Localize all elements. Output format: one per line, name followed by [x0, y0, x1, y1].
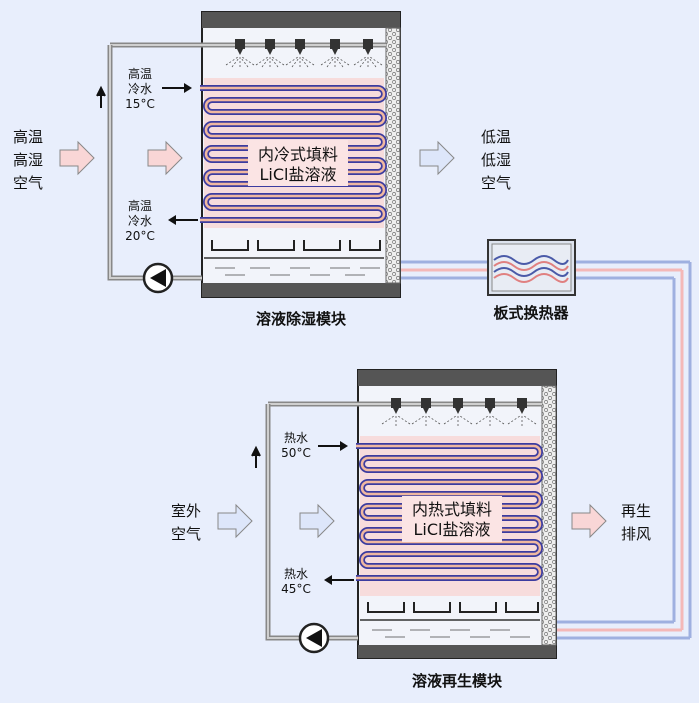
hot-in-temp: 50°C — [281, 446, 311, 460]
hot-water-out-arrow — [324, 575, 354, 585]
regen-module: 内热式填料 LiCl盐溶液 — [268, 369, 557, 659]
hot-in-name: 热水 — [284, 431, 308, 445]
regen-packing-label-2: LiCl盐溶液 — [414, 520, 491, 539]
regen-inlet-air-1: 室外 — [171, 502, 201, 520]
cold-in-prefix: 高温 — [128, 66, 152, 81]
dehumid-outlet-air-2: 低湿 — [481, 151, 511, 169]
dehumid-title: 溶液除湿模块 — [256, 310, 347, 328]
regen-outlet-air-2: 排风 — [621, 525, 651, 543]
heat-exchanger-icon — [487, 239, 576, 296]
cold-in-name: 冷水 — [128, 82, 152, 96]
up-arrow-icon — [251, 445, 261, 468]
cold-out-name: 冷水 — [128, 214, 152, 228]
dehumid-packing-label-2: LiCl盐溶液 — [260, 165, 337, 184]
spray-nozzle-icon — [381, 398, 537, 426]
heat-exchanger-title: 板式换热器 — [493, 304, 569, 322]
pump-icon — [142, 262, 174, 294]
solution-pipes — [400, 260, 692, 640]
dehumid-outlet-air-1: 低温 — [481, 128, 511, 146]
cold-out-prefix: 高温 — [128, 198, 152, 213]
dehumid-module: 内冷式填料 LiCl盐溶液 — [110, 11, 401, 298]
regen-packing-label-1: 内热式填料 — [412, 500, 492, 519]
dehumid-inlet-air-3: 空气 — [13, 174, 43, 192]
pump-icon — [298, 622, 330, 654]
hot-out-name: 热水 — [284, 567, 308, 581]
cold-in-temp: 15°C — [125, 97, 155, 111]
hot-water-in-arrow — [318, 441, 348, 451]
dehumid-outlet-air-3: 空气 — [481, 174, 511, 192]
regen-outlet-air-1: 再生 — [621, 502, 651, 520]
cold-water-in-arrow — [162, 83, 192, 93]
cooling-coil — [200, 85, 387, 223]
dehumid-inlet-air-1: 高温 — [13, 128, 43, 146]
spray-nozzle-icon — [225, 39, 383, 68]
dehumid-packing-label-1: 内冷式填料 — [258, 145, 338, 164]
regen-title: 溶液再生模块 — [412, 672, 503, 690]
cold-water-out-arrow — [168, 215, 198, 225]
up-arrow-icon — [96, 85, 106, 108]
cold-out-temp: 20°C — [125, 229, 155, 243]
regen-inlet-air-2: 空气 — [171, 525, 201, 543]
hot-out-temp: 45°C — [281, 582, 311, 596]
dehumid-inlet-air-2: 高湿 — [13, 151, 43, 169]
heating-coil — [356, 443, 543, 581]
